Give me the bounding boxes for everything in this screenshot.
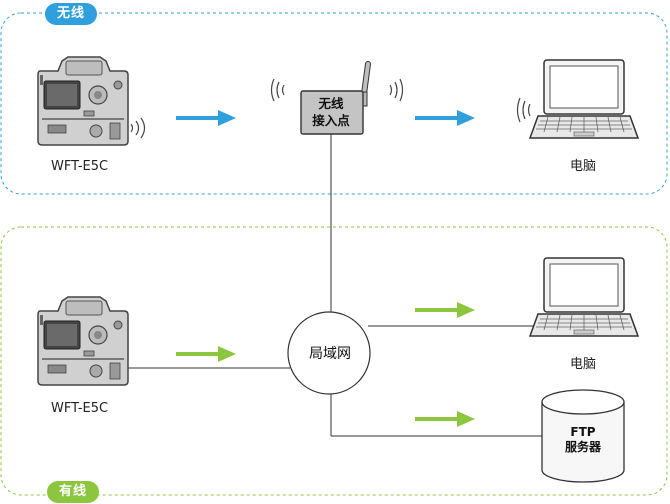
wireless-camera-icon [37,56,129,146]
wired-camera-label: WFT-E5C [51,401,109,416]
wireless-pc-label: 电脑 [570,159,597,174]
wired-camera-icon [37,296,129,386]
access-point-line2: 接入点 [312,113,350,128]
wired-arrow-1 [176,346,236,362]
wired-section-tag: 有线 [47,481,100,503]
ftp-server-line2: 服务器 [564,440,601,454]
ap-wave-left-icon [270,78,285,102]
wired-pc-label: 电脑 [570,357,597,372]
wireless-laptop-icon [529,59,639,139]
wireless-section-tag: 无线 [45,3,98,25]
access-point-line1: 无线 [318,96,344,111]
laptop-wave-icon [516,97,531,123]
wired-laptop-icon [529,257,639,337]
wireless-camera-label: WFT-E5C [51,159,109,174]
ftp-server-line1: FTP [570,425,596,439]
ftp-server-label: FTP 服务器 [541,425,625,455]
access-point-label: 无线 接入点 [301,95,361,129]
wireless-arrow-1 [176,110,236,126]
wireless-section-box [0,12,668,195]
wired-arrow-2 [415,302,475,318]
wired-section-box [0,226,668,496]
access-point-icon [300,61,371,135]
wired-arrow-3 [415,411,475,427]
camera-wave-icon [130,117,146,139]
lan-node [287,311,371,395]
ap-wave-right-icon [389,78,404,102]
wireless-arrow-2 [415,110,475,126]
ftp-server-icon [541,389,625,483]
lan-label: 局域网 [309,346,351,362]
